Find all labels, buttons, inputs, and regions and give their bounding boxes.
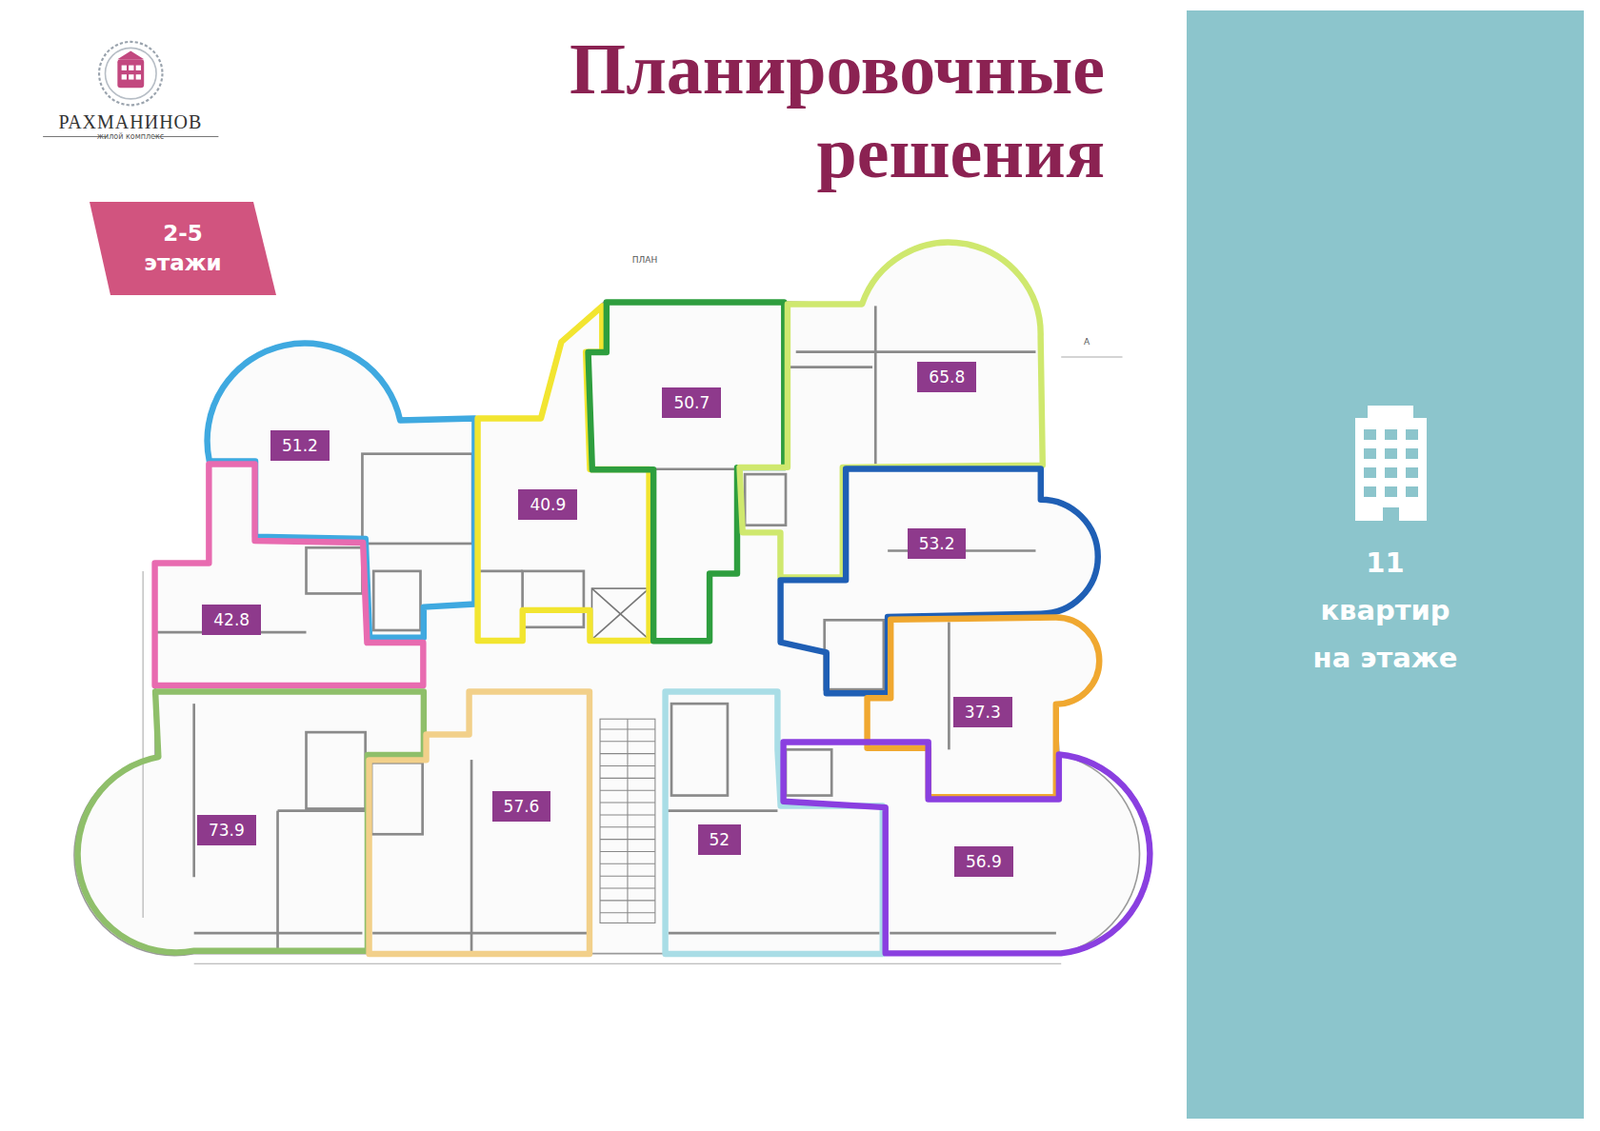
apartment-border (580, 294, 793, 650)
badge-fill (89, 201, 277, 296)
apartment-border (146, 456, 432, 695)
apartment-outline: 57.6 (360, 683, 599, 963)
apartment-border-line (369, 691, 590, 954)
apartment-border-line (783, 742, 1151, 955)
interior-walls (155, 305, 1057, 954)
apartment-border-line (155, 463, 424, 685)
icon-window (1363, 486, 1377, 498)
apartment-outline: 50.7 (580, 294, 793, 650)
axis-mark: А (1083, 337, 1090, 347)
icon-window (1405, 486, 1419, 498)
icon-door (1382, 507, 1400, 521)
apartment-outline: 40.9 (469, 298, 658, 650)
elevator-shaft (591, 588, 649, 640)
apartment-outline: 65.8 (731, 234, 1051, 586)
icon-window (1384, 448, 1398, 460)
area-label: 37.3 (953, 697, 1013, 728)
apartment-outline: 53.2 (772, 460, 1106, 702)
dimension-lines (142, 357, 1122, 964)
badge-text: 2-5 этажи (137, 201, 229, 279)
apartment-border-line (665, 691, 883, 954)
floor-badge: 2-5 этажи (89, 201, 277, 296)
icon-window (1363, 429, 1377, 440)
icon-window (1405, 429, 1419, 440)
apartment-border (469, 298, 658, 650)
stairs (600, 719, 656, 923)
apartment-border (657, 683, 891, 963)
page-title: Планировочные решения (476, 26, 1105, 195)
apartment-border-line (780, 469, 1099, 695)
apartment-border (772, 460, 1106, 702)
badge-shape (89, 201, 277, 296)
icon-window (1384, 429, 1398, 440)
apartment-outline: 56.9 (775, 734, 1159, 962)
apartment-outline: 37.3 (859, 609, 1108, 806)
area-label: 40.9 (518, 489, 578, 520)
apartment-outline: 52 (657, 683, 891, 963)
plan-caption: ПЛАН (632, 255, 658, 265)
apartment-border (731, 234, 1051, 586)
icon-window (1384, 467, 1398, 479)
building-shell (74, 241, 1140, 956)
area-label: 50.7 (661, 387, 721, 419)
apartment-outline: 73.9 (69, 683, 432, 961)
apartment-outline: 42.8 (146, 456, 432, 695)
icon-window (1363, 448, 1377, 460)
apartment-outline: 51.2 (199, 335, 483, 646)
area-label: 52 (698, 824, 742, 856)
brand-subtitle: жилой комплекс (97, 132, 164, 141)
area-label: 42.8 (201, 604, 261, 636)
icon-window (1405, 448, 1419, 460)
apartment-border (199, 335, 483, 646)
area-label: 73.9 (197, 815, 257, 846)
area-label: 51.2 (270, 430, 330, 461)
logo-emblem (42, 41, 219, 138)
area-label: 53.2 (907, 528, 967, 560)
apartment-border (360, 683, 599, 963)
icon-window (1363, 467, 1377, 479)
apartment-border-line (867, 617, 1100, 798)
brand-name: РАХМАНИНОВ (59, 111, 203, 134)
area-label: 57.6 (492, 791, 552, 822)
apartment-border-line (587, 301, 784, 641)
area-label: 65.8 (917, 361, 977, 393)
apartment-border-line (740, 241, 1043, 578)
panel-text: 11 квартир на этаже (1301, 539, 1469, 682)
apartment-border-line (477, 305, 649, 640)
icon-window (1405, 467, 1419, 479)
icon-part (1355, 418, 1427, 521)
apartment-border-line (206, 342, 475, 638)
building-icon (1186, 10, 1584, 544)
icon-window (1384, 486, 1398, 498)
info-panel: 11 квартир на этаже (1186, 10, 1584, 1120)
area-label: 56.9 (954, 846, 1014, 878)
